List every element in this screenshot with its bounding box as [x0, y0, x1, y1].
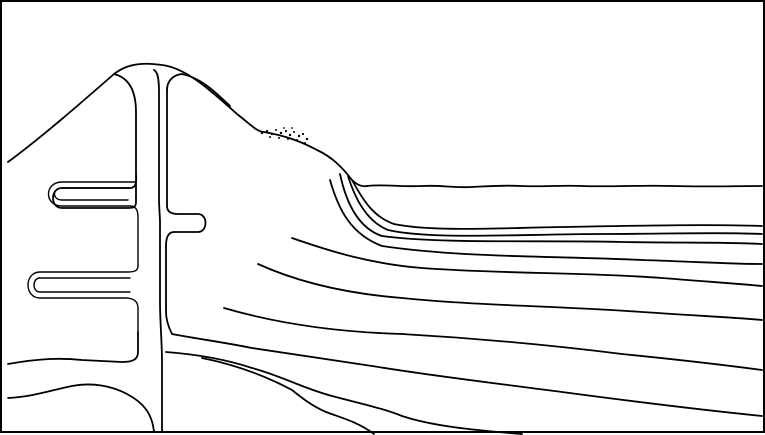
conduit-right-wall	[166, 90, 206, 334]
sediment-layer-7	[224, 308, 762, 370]
conduit-center-left	[154, 70, 162, 432]
sediment-layer-1	[352, 180, 762, 229]
surface-line	[367, 185, 762, 187]
conduit-lower-left-wall	[8, 332, 138, 364]
sill-upper-left-outer	[49, 182, 139, 266]
base-contact-left	[8, 384, 154, 432]
sill-lower-left-outer	[28, 266, 138, 332]
base-contact-inner	[202, 358, 374, 434]
conduit-center-right	[167, 74, 230, 106]
sill-upper-left-inner	[55, 188, 131, 200]
debris-patch	[261, 127, 308, 144]
volcano-outline-right-slope	[264, 132, 367, 186]
base-contact-right	[166, 352, 522, 434]
sill-lower-left-inner	[34, 278, 130, 292]
sediment-layer-4	[330, 180, 762, 264]
